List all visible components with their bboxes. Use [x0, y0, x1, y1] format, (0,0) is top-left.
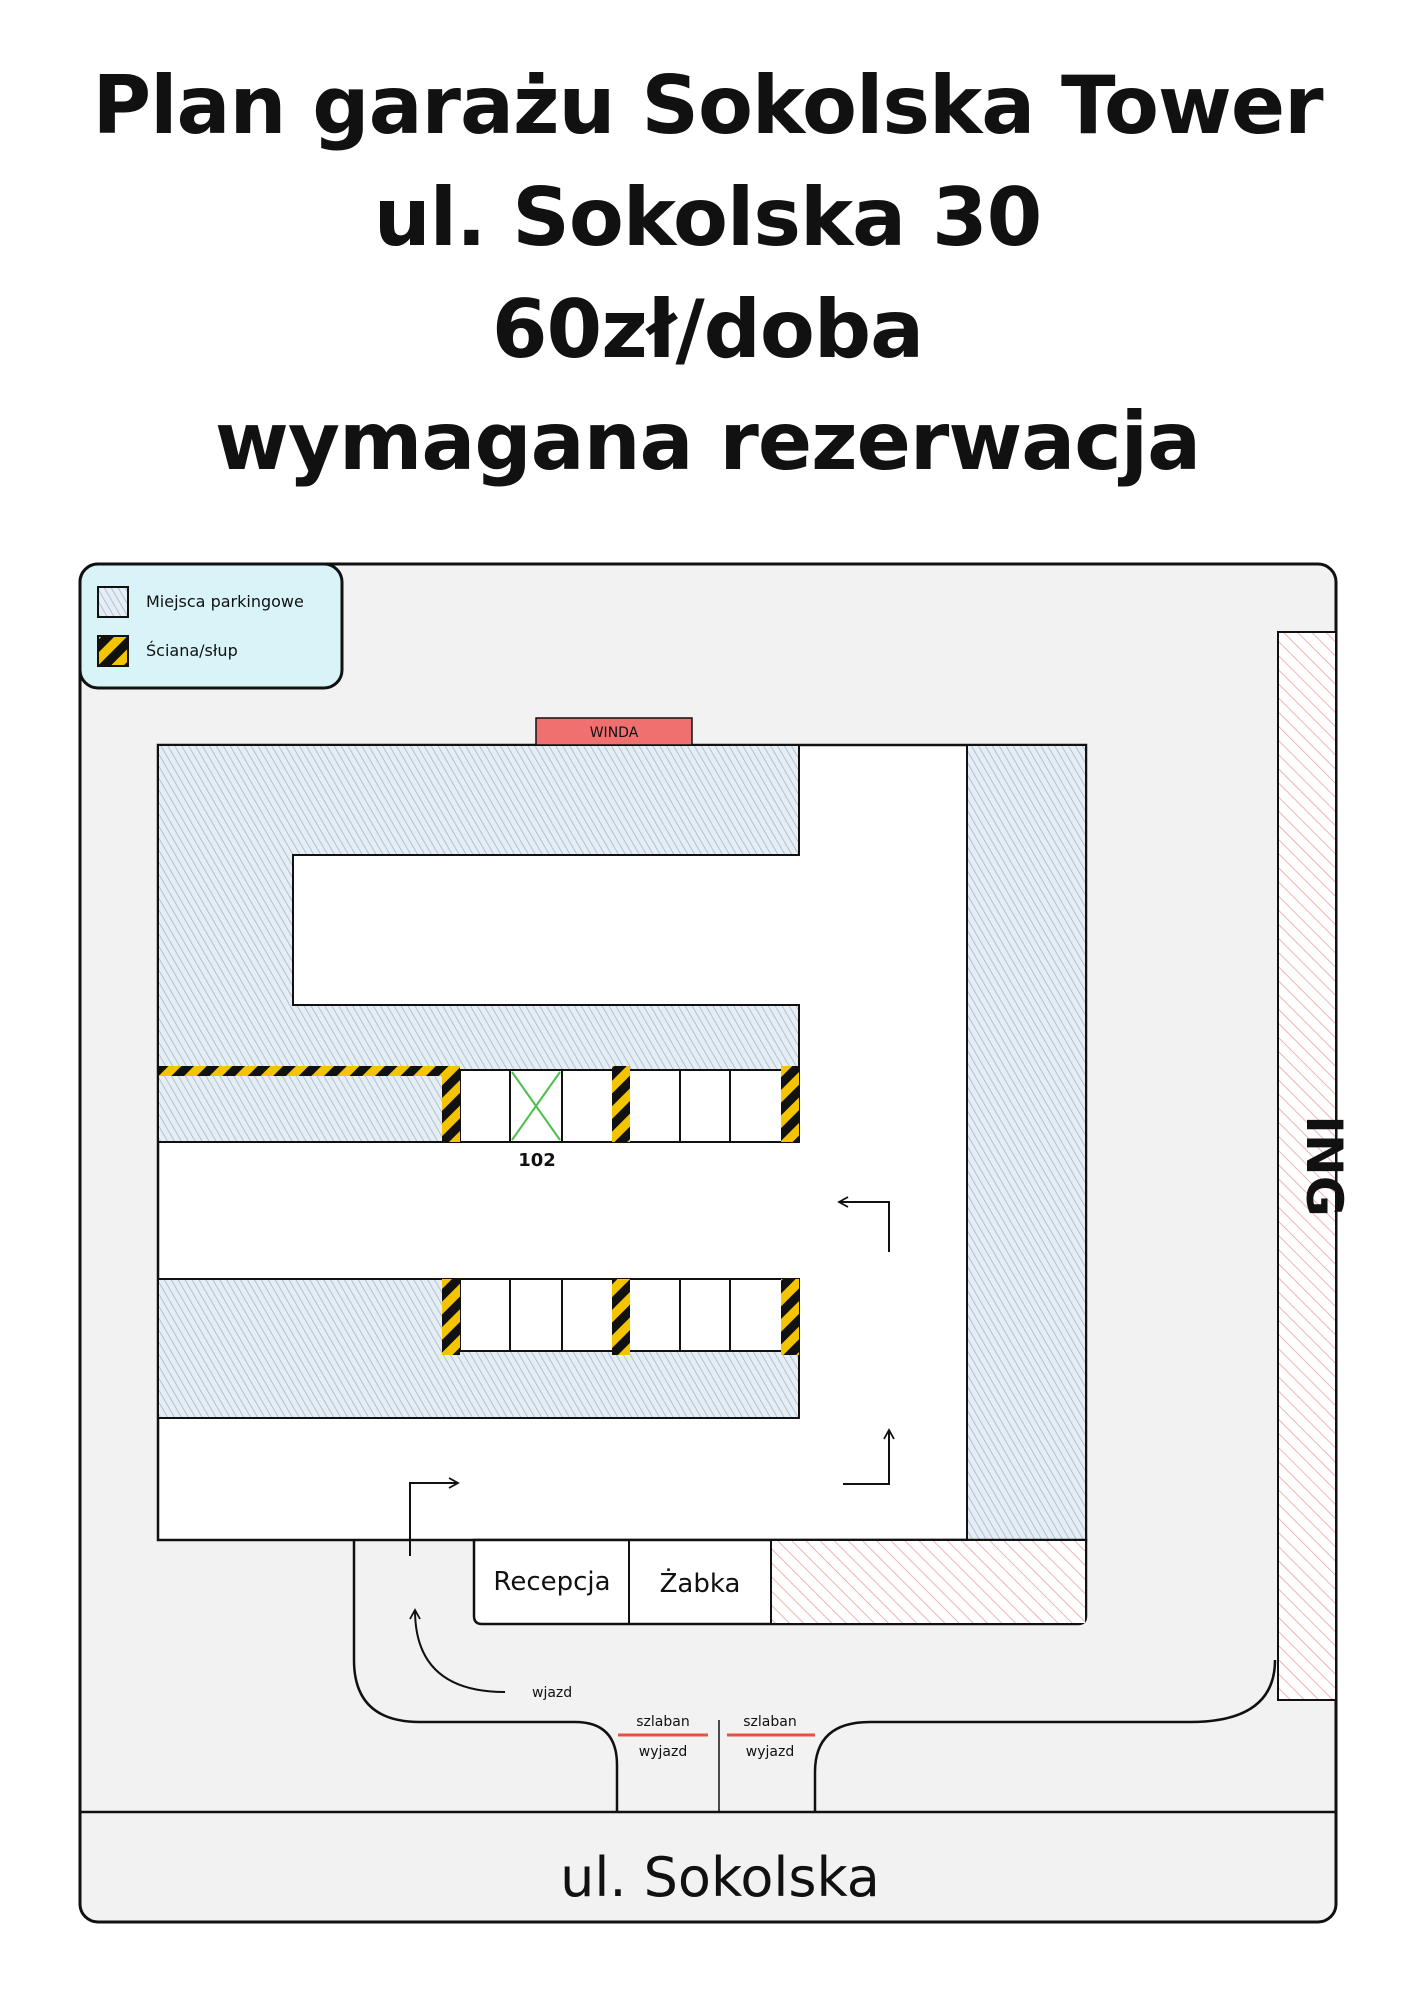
pillar: [612, 1066, 630, 1142]
wall-segment: [158, 1066, 460, 1076]
legend-parking-label: Miejsca parkingowe: [146, 592, 304, 611]
legend-parking-swatch: [97, 586, 129, 618]
parking-spot-102-label: 102: [518, 1150, 556, 1171]
pillar: [781, 1279, 799, 1355]
legend-wall-swatch: [97, 635, 129, 667]
page-title: Plan garażu Sokolska Tower ul. Sokolska …: [0, 50, 1415, 498]
pillar: [781, 1066, 799, 1142]
direction-arrow: [843, 1428, 895, 1485]
barrier-right-direction: wyjazd: [746, 1744, 794, 1760]
parking-spot-102: [511, 1071, 561, 1141]
barrier-left-direction: wyjazd: [639, 1744, 687, 1760]
exit-driveway-edge: [813, 1659, 1277, 1812]
entry-arrow: [409, 1608, 506, 1693]
title-garage-name: Plan garażu Sokolska Tower: [92, 59, 1323, 152]
street-label: ul. Sokolska: [560, 1846, 880, 1909]
parking-area-north: [157, 744, 800, 1143]
barrier-right-label: szlaban: [743, 1714, 796, 1730]
title-address: ul. Sokolska 30: [373, 171, 1043, 264]
entry-label: wjazd: [532, 1685, 572, 1701]
pillar: [442, 1066, 460, 1142]
legend-wall-label: Ściana/słup: [146, 641, 238, 660]
elevator-label: WINDA: [590, 725, 639, 741]
ing-building: [1277, 631, 1337, 1701]
ing-label: ING: [1295, 1115, 1353, 1217]
direction-arrow: [837, 1196, 890, 1252]
title-reservation-note: wymagana rezerwacja: [214, 395, 1201, 488]
direction-arrow: [409, 1477, 460, 1556]
legend: Miejsca parkingowe Ściana/słup: [78, 562, 344, 690]
title-price: 60zł/doba: [491, 283, 924, 376]
parking-area-east: [966, 744, 1087, 1541]
pillar: [612, 1279, 630, 1355]
barrier-left-label: szlaban: [636, 1714, 689, 1730]
entry-driveway-edge: [352, 1536, 619, 1812]
elevator: [535, 717, 693, 746]
shop-label: Żabka: [660, 1567, 741, 1599]
restricted-area: [772, 1541, 1085, 1623]
reception-label: Recepcja: [493, 1567, 610, 1597]
pillar: [442, 1279, 460, 1355]
